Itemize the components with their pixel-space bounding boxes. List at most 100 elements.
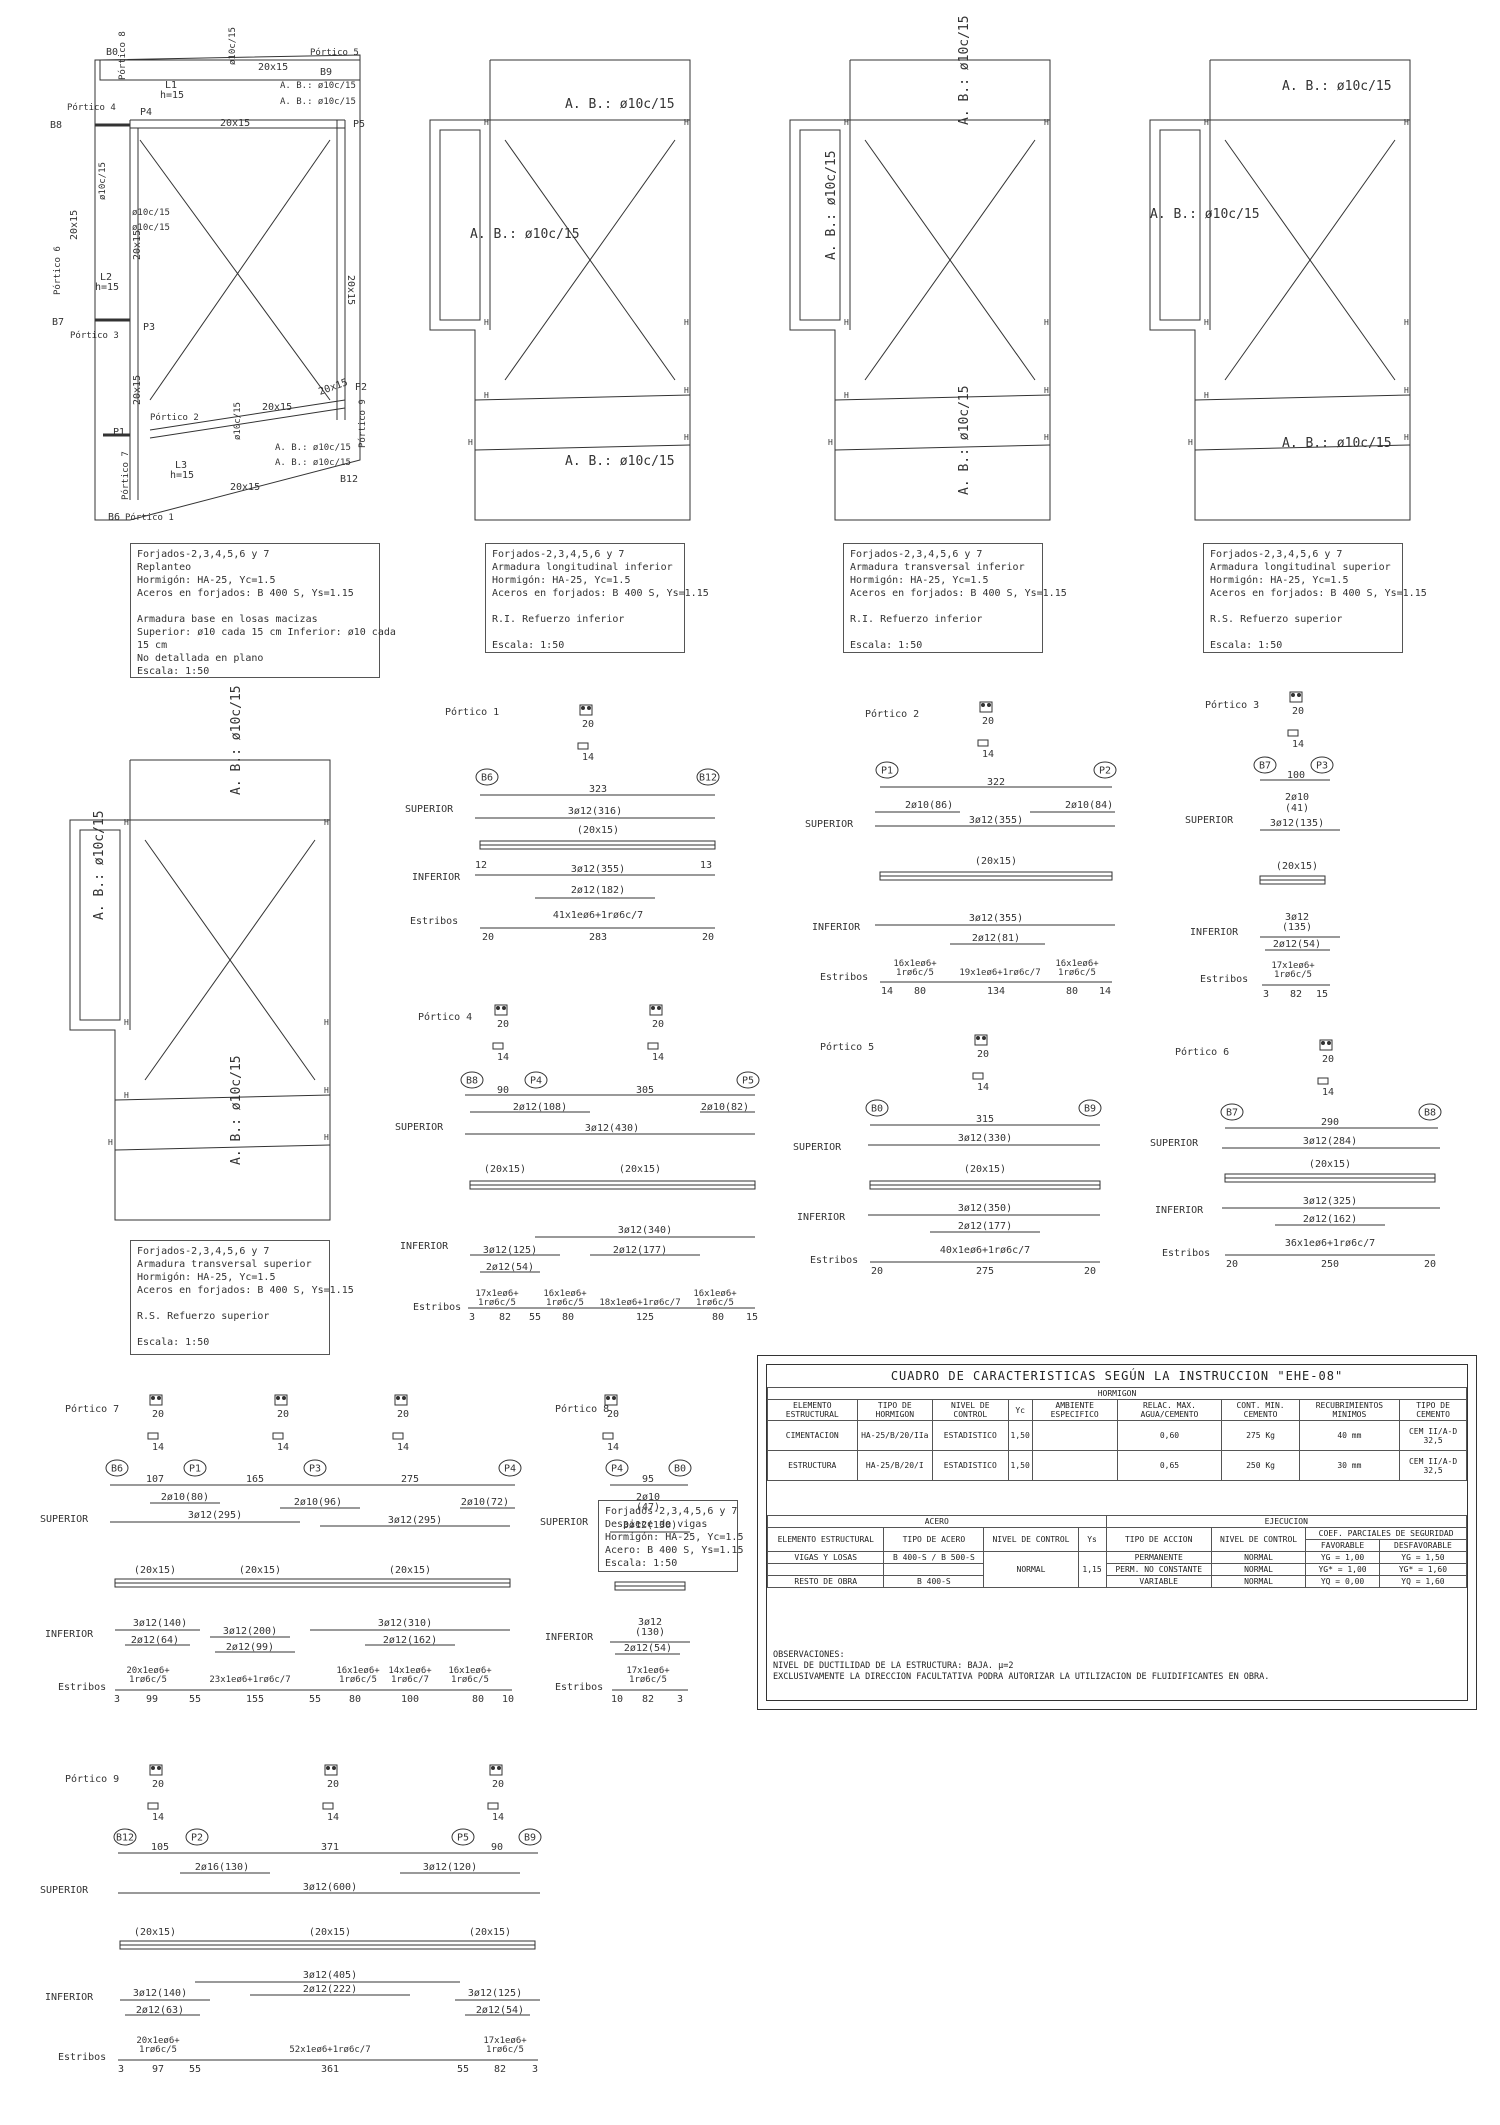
stirrup-dim: 20 [871, 1266, 883, 1277]
section-width: 20 [1322, 1054, 1334, 1065]
plan-long-superior-edge [1194, 394, 1411, 401]
stirrup-text: 19x1eø6+1rø6c/7 [959, 968, 1040, 978]
stirrup-text: 16x1eø6+ [336, 1666, 380, 1676]
inferior-label: INFERIOR [412, 872, 461, 883]
node-b8: B8 [50, 120, 62, 131]
stirrup-text: 1rø6c/5 [478, 1298, 516, 1308]
rebar-dot [326, 1766, 330, 1770]
note-line: Armadura transversal superior [137, 1259, 312, 1270]
ab-label: A. B.: ø10c/15 [565, 454, 675, 469]
node-p1: P1 [881, 766, 893, 777]
estribos-label: Estribos [810, 1255, 858, 1266]
portico-3-label: Pórtico 3 [70, 330, 119, 341]
section-box [394, 1394, 408, 1406]
rebar-dot [1297, 693, 1301, 697]
section-height: 14 [492, 1812, 504, 1823]
node-b6: B6 [481, 773, 493, 784]
node-p1: P1 [189, 1464, 201, 1475]
cell: 1,50 [1007, 1450, 1033, 1481]
cell: 275 Kg [1221, 1420, 1300, 1451]
node-p2-bubble [1093, 761, 1117, 779]
stirrup-dim: 14 [881, 986, 893, 997]
estribos-label: Estribos [413, 1302, 461, 1313]
span-dim: 100 [1287, 770, 1305, 781]
rebar-dot [612, 1396, 616, 1400]
beam-line [149, 407, 346, 439]
stirrup-dim: 125 [636, 1312, 654, 1323]
rebar-dot [151, 1396, 155, 1400]
section-tag: (20x15) [239, 1565, 281, 1576]
stirrup-dim: 55 [309, 1694, 321, 1705]
section-tag: (20x15) [964, 1164, 1006, 1175]
stirrup-text: 40x1eø6+1rø6c/7 [940, 1245, 1030, 1256]
cell: HA-25/B/20/I [856, 1450, 934, 1481]
rebar-sup: 2ø10(86) [905, 800, 953, 811]
section-width: 20 [652, 1019, 664, 1030]
stirrup-text: 16x1eø6+ [543, 1289, 587, 1299]
h-mark: H [484, 391, 489, 400]
node-p3: P3 [143, 322, 155, 333]
estribos-label: Estribos [820, 972, 868, 983]
h-mark: H [1404, 386, 1409, 395]
rebar-dot [282, 1396, 286, 1400]
stirrup-text: 52x1eø6+1rø6c/7 [289, 2045, 370, 2055]
slab-l2: L2 [100, 272, 112, 283]
section-height: 14 [982, 749, 994, 760]
section-width: 20 [1292, 706, 1304, 717]
node-p4-bubble [524, 1071, 548, 1089]
h-mark: H [1044, 318, 1049, 327]
portico-6-title: Pórtico 6 [1175, 1046, 1229, 1058]
ab-label: A. B.: ø10c/15 [470, 227, 580, 242]
node-p3: P3 [1316, 761, 1328, 772]
cell: YQ = 0,00 [1305, 1575, 1380, 1588]
note-line: Hormigón: HA-25, Yc=1.5 [605, 1532, 744, 1543]
cell [883, 1563, 985, 1576]
note-line: Escala: 1:50 [605, 1558, 678, 1569]
node-p2: P2 [355, 382, 367, 393]
section-mini [972, 1072, 984, 1080]
superior-label: SUPERIOR [805, 819, 854, 830]
portico-1-label: Pórtico 1 [125, 512, 174, 523]
h-mark: H [684, 386, 689, 395]
note-line: Forjados-2,3,4,5,6 y 7 [492, 549, 625, 560]
stirrup-dim: 14 [1099, 986, 1111, 997]
note-line: Aceros en forjados: B 400 S, Ys=1.15 [1210, 588, 1427, 599]
portico-8-label: Pórtico 8 [117, 31, 128, 80]
cell: RESTO DE OBRA [766, 1575, 885, 1588]
stirrup-dim: 20 [482, 932, 494, 943]
cell: CEM II/A-D 32,5 [1399, 1420, 1467, 1451]
section-height: 14 [397, 1442, 409, 1453]
rebar-dot [976, 1036, 980, 1040]
stirrup-text: 17x1eø6+ [475, 1289, 519, 1299]
col-coef: COEF. PARCIALES DE SEGURIDAD [1305, 1527, 1467, 1540]
superior-label: SUPERIOR [1150, 1138, 1199, 1149]
stirrup-dim: 275 [976, 1266, 994, 1277]
span-dim: 105 [151, 1842, 169, 1853]
section-box [1289, 691, 1303, 703]
rebar-inf: 2ø12(222) [303, 1984, 357, 1995]
plan-long-inferior-outline [429, 59, 691, 521]
stirrup-dim: 3 [677, 1694, 683, 1705]
section-mini [147, 1432, 159, 1440]
inferior-label: INFERIOR [45, 1629, 94, 1640]
note-line [1210, 600, 1396, 613]
h-mark: H [684, 433, 689, 442]
ab-label: A. B.: ø10c/15 [565, 97, 675, 112]
rebar-sup: 2ø10(80) [161, 1492, 209, 1503]
section-tag: (20x15) [1276, 861, 1318, 872]
node-b0-bubble [668, 1459, 692, 1477]
ab-label: A. B.: ø10c/15 [824, 150, 839, 260]
node-b7: B7 [1259, 761, 1271, 772]
section-height: 14 [327, 1812, 339, 1823]
portico-5-label: Pórtico 5 [310, 47, 359, 58]
note-line: Armadura longitudinal superior [1210, 562, 1391, 573]
inferior-label: INFERIOR [45, 1992, 94, 2003]
cell: PERMANENTE [1105, 1551, 1212, 1564]
column-header: RELAC. MAX. AGUA/CEMENTO [1116, 1399, 1223, 1421]
h-mark: H [844, 391, 849, 400]
rebar-dot [276, 1396, 280, 1400]
estribos-label: Estribos [555, 1682, 603, 1693]
rebar-sup: 3ø12(295) [388, 1515, 442, 1526]
beam-size: 20x15 [132, 375, 143, 405]
